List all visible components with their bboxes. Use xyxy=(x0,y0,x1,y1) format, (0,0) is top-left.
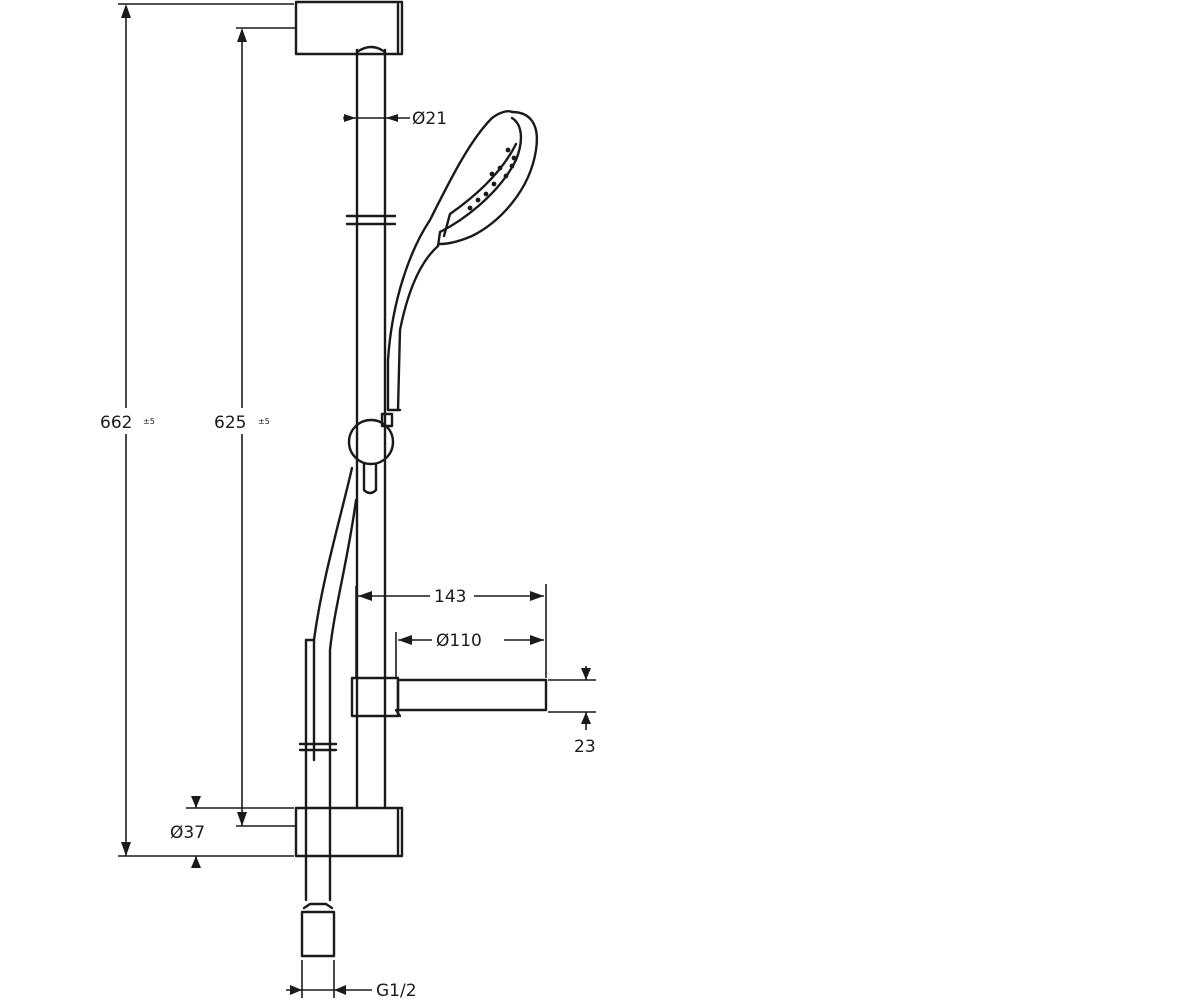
label-g-1-2: G1/2 xyxy=(376,981,417,1000)
rail-clip xyxy=(345,214,397,226)
slide-rail xyxy=(355,45,387,810)
shower-hose xyxy=(298,466,358,958)
soap-shelf xyxy=(350,676,548,718)
dimension-rail-diameter: Ø21 xyxy=(343,109,447,129)
label-diameter-21: Ø21 xyxy=(412,109,447,129)
dimension-connection-thread: G1/2 xyxy=(286,960,417,1000)
top-wall-bracket xyxy=(294,0,404,56)
slider-holder xyxy=(347,412,395,495)
tolerance-662: ±5 xyxy=(143,417,155,426)
dimension-shelf-thickness: 23 xyxy=(548,666,596,757)
dimension-shelf-diameter: Ø110 xyxy=(395,631,544,678)
dimension-bracket-diameter: Ø37 xyxy=(170,796,294,868)
label-625: 625 xyxy=(214,413,246,433)
dimension-total-height: 662 ±5 xyxy=(96,3,294,857)
label-23: 23 xyxy=(574,737,596,757)
label-diameter-110: Ø110 xyxy=(436,631,482,651)
dimension-rail-length: 625 ±5 xyxy=(212,27,296,827)
dimension-shelf-projection: 143 xyxy=(355,584,547,678)
label-662: 662 xyxy=(100,413,132,433)
bottom-wall-bracket xyxy=(294,806,404,858)
hand-shower xyxy=(386,110,539,412)
label-143: 143 xyxy=(434,587,466,607)
label-diameter-37: Ø37 xyxy=(170,823,205,843)
tolerance-625: ±5 xyxy=(258,417,270,426)
